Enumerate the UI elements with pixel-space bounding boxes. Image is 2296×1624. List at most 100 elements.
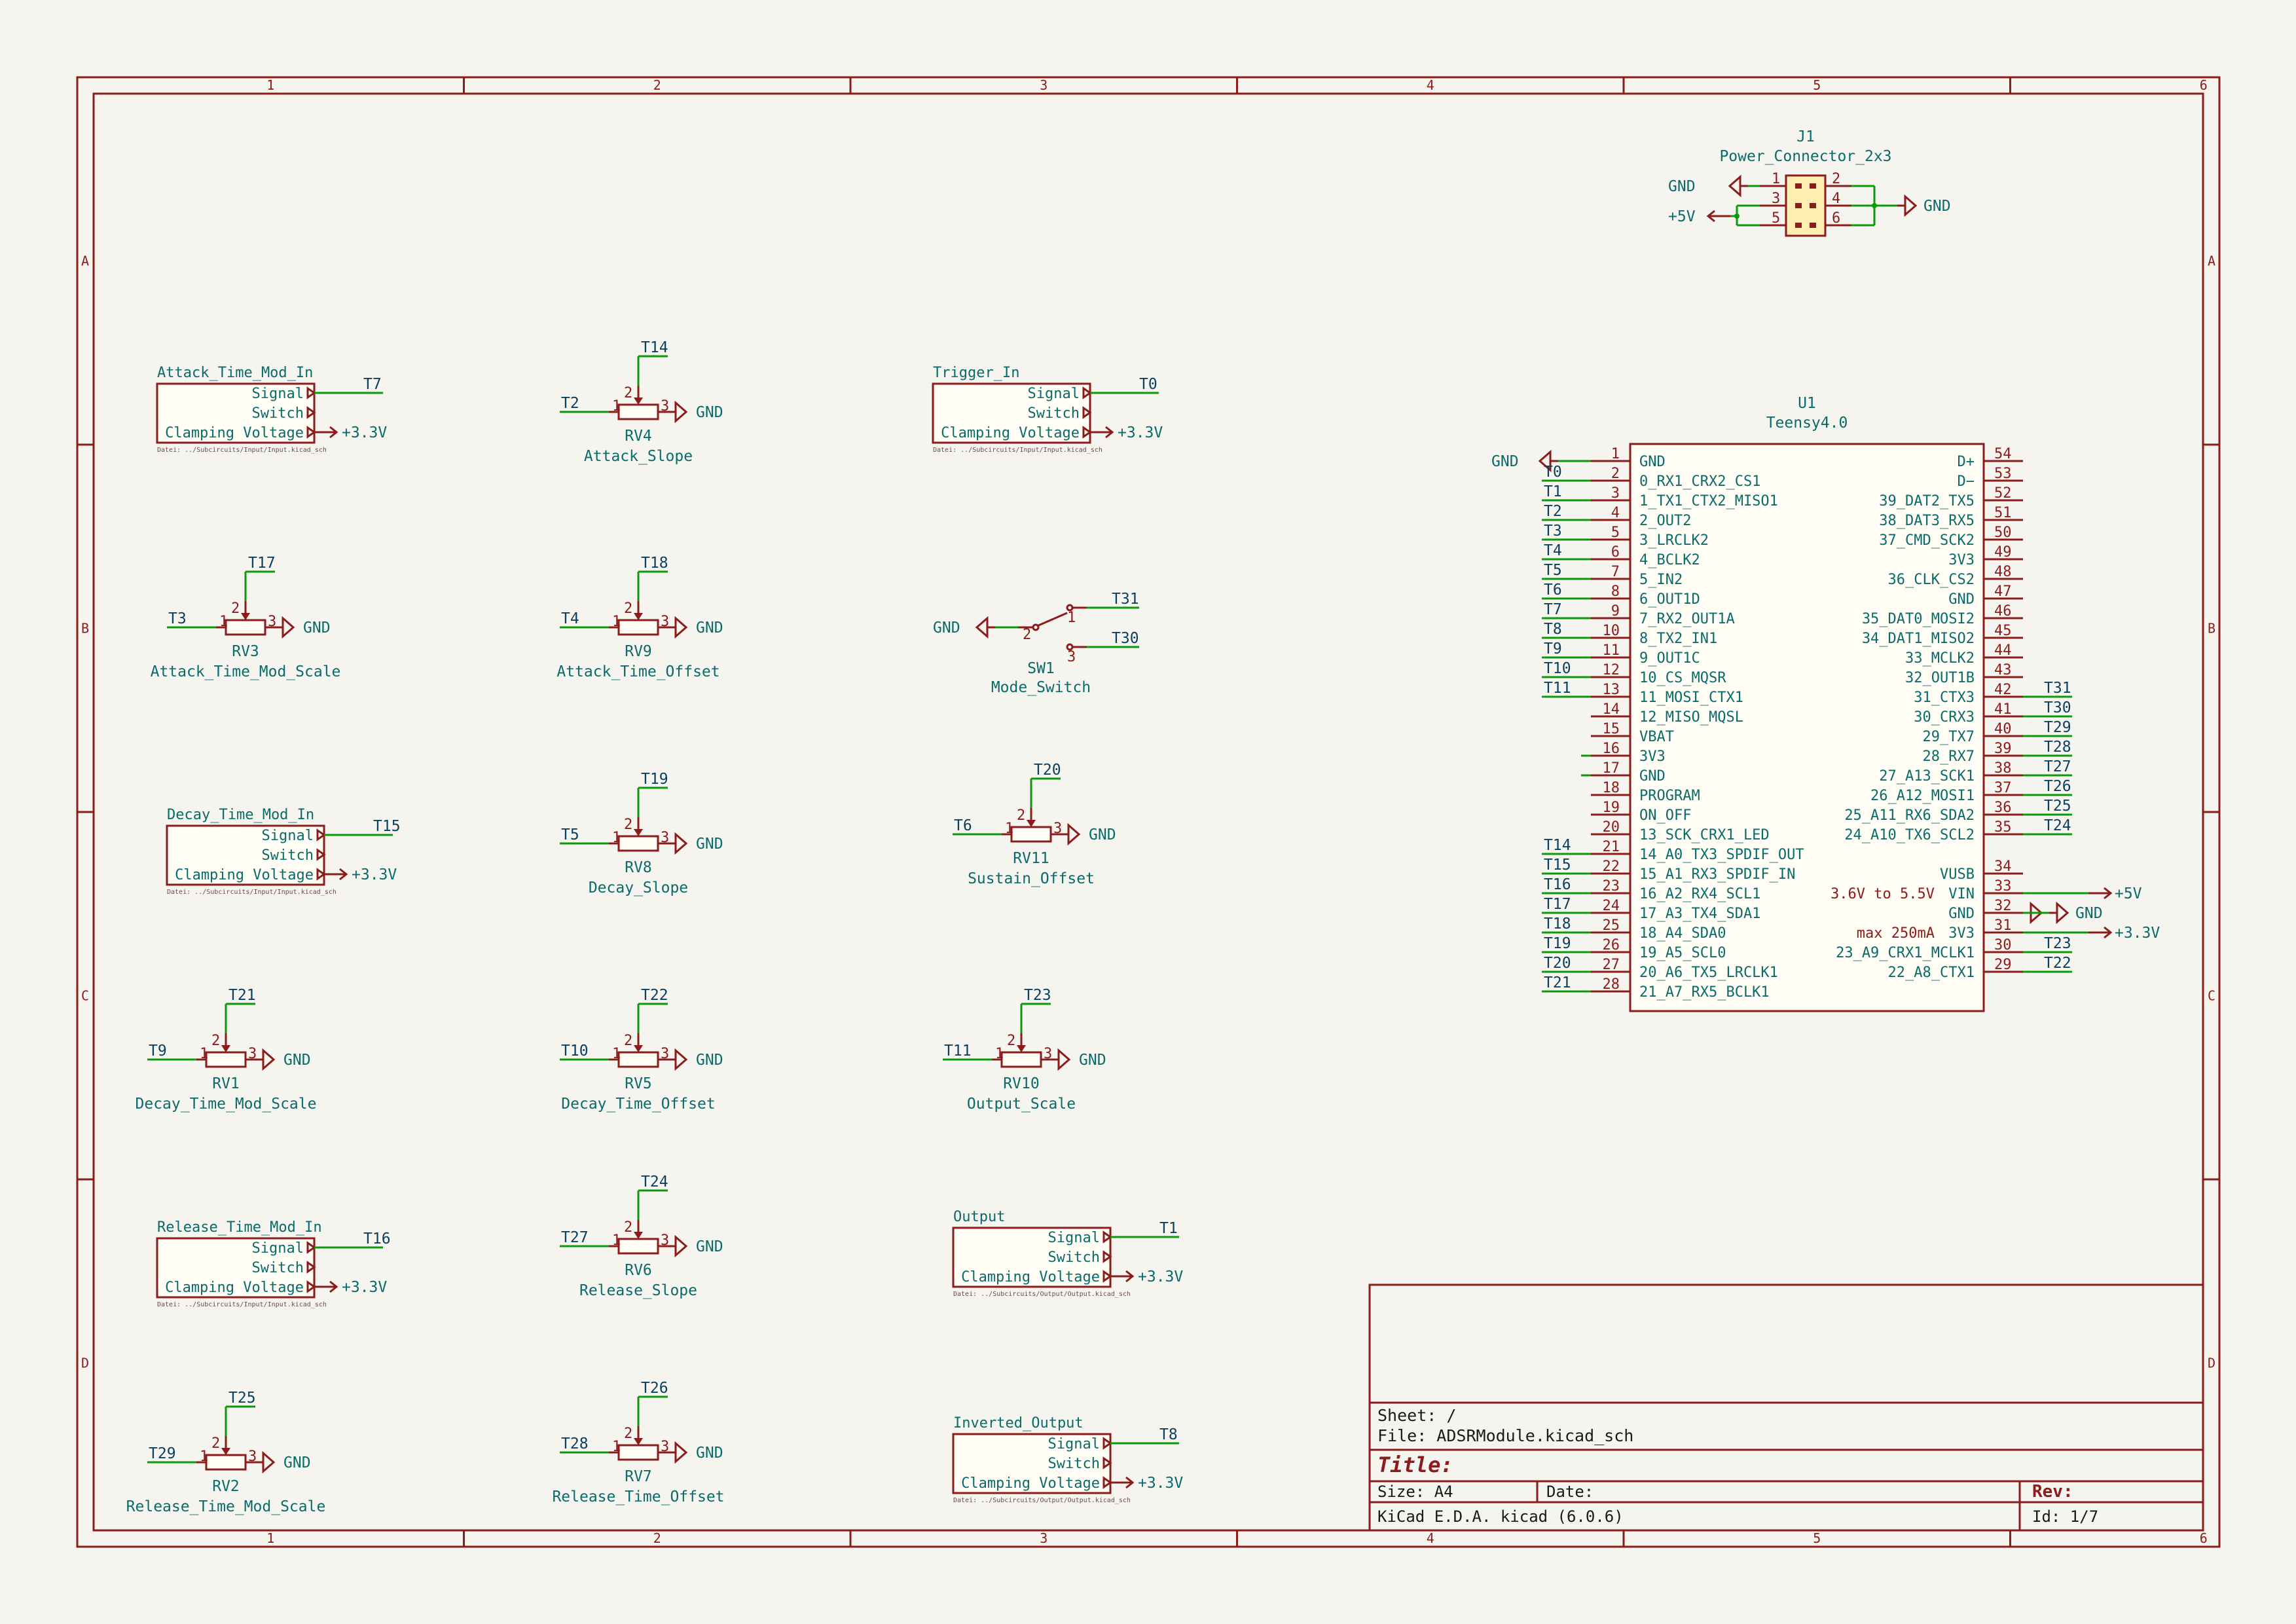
gnd-symbol [1538,449,1558,473]
reference: SW1 [1027,660,1055,677]
pin-name: 38_DAT3_RX5 [1879,513,1975,529]
sheet-pin: Switch [252,405,304,422]
pin-number: 10 [1603,623,1620,639]
sheet-pin: Signal [262,828,314,844]
pin-name: 3V3 [1639,748,1666,765]
sheet-pin: Clamping Voltage [961,1475,1100,1492]
power-label: +3.3V [1138,1475,1183,1492]
pin-number: 49 [1994,544,2012,561]
net-label: T18 [641,555,668,572]
net-label: T30 [1112,630,1139,647]
value: Power_Connector_2x3 [1719,148,1891,165]
net-label: T25 [2044,798,2071,815]
power-label: +3.3V [2115,925,2160,942]
pin-number: 19 [1603,800,1620,816]
power-label: +5V [2115,885,2142,902]
power-label: +3.3V [342,424,387,441]
pin-number: 22 [1603,858,1620,875]
row-marker: A [81,253,89,269]
pin-number: 47 [1994,583,2012,600]
pin-number: 1 [1611,446,1620,462]
power-label: +3.3V [342,1279,387,1296]
gnd-symbol [668,1048,688,1071]
pin-name: 6_OUT1D [1639,591,1700,608]
pin-number: 5 [1611,525,1620,541]
net-label: T16 [1544,876,1571,893]
reference: RV7 [625,1468,652,1485]
pin-number: 8 [1611,583,1620,600]
pin-number: 33 [1994,878,2012,895]
reference: RV8 [625,859,652,876]
pin-number: 1 [1772,171,1780,187]
sheet-name: Trigger_In [933,365,1019,381]
net-label: T18 [1544,915,1571,932]
sheet-pin: Clamping Voltage [941,425,1080,441]
net-label: T24 [641,1173,668,1190]
net-label: T5 [1544,562,1562,579]
sheet-pin: Signal [1028,386,1080,402]
pin-name: 21_A7_RX5_BCLK1 [1639,984,1770,1001]
pin-name: GND [1948,906,1975,922]
pin-number: 9 [1611,603,1620,619]
reference: RV1 [212,1075,240,1092]
power-symbol [2088,926,2113,939]
sheet-name: Inverted_Output [953,1415,1084,1431]
value: Attack_Time_Offset [556,663,720,680]
net-label: T10 [561,1043,589,1060]
pin-number: 3 [268,614,276,630]
pin-number: 1 [612,1046,621,1062]
pin-name: 27_A13_SCK1 [1879,768,1975,784]
net-label: T23 [1024,987,1051,1004]
pin-number: 30 [1994,937,2012,953]
sheet-name: Output [953,1209,1005,1225]
pin-number: 5 [1772,210,1780,227]
pin-name: 29_TX7 [1923,729,1975,745]
pin-number: 17 [1603,760,1620,777]
net-label: T26 [641,1380,668,1397]
reference: RV10 [1003,1075,1039,1092]
gnd-label: GND [696,619,723,637]
pin-number: 1 [200,1046,208,1062]
pin-number: 24 [1603,898,1620,914]
pin-number: 6 [1611,544,1620,561]
column-marker: 3 [1040,1530,1048,1546]
value: Mode_Switch [991,679,1091,696]
pin-number: 3 [248,1046,257,1062]
gnd-label: GND [1079,1052,1106,1069]
gnd-symbol [275,616,295,639]
pin-number: 21 [1603,839,1620,855]
pin-number: 41 [1994,701,2012,718]
net-label: T15 [373,818,401,835]
power-label: +5V [1668,208,1696,225]
row-marker: B [81,621,89,637]
row-marker: C [81,988,89,1004]
net-label: T0 [1139,376,1157,393]
gnd-symbol [668,616,688,639]
sheet-id: Id: 1/7 [2032,1507,2098,1526]
gnd-symbol [668,400,688,424]
file-name: File: ADSRModule.kicad_sch [1377,1426,1633,1445]
pin-number: 18 [1603,780,1620,796]
pin-number: 3 [1044,1046,1052,1062]
pin-name: 11_MOSI_CTX1 [1639,690,1743,706]
power-label: +3.3V [1138,1268,1183,1285]
power-symbol [2088,887,2113,900]
sheet-pin: Switch [1048,1249,1100,1266]
pin-name: 1_TX1_CTX2_MISO1 [1639,493,1778,509]
